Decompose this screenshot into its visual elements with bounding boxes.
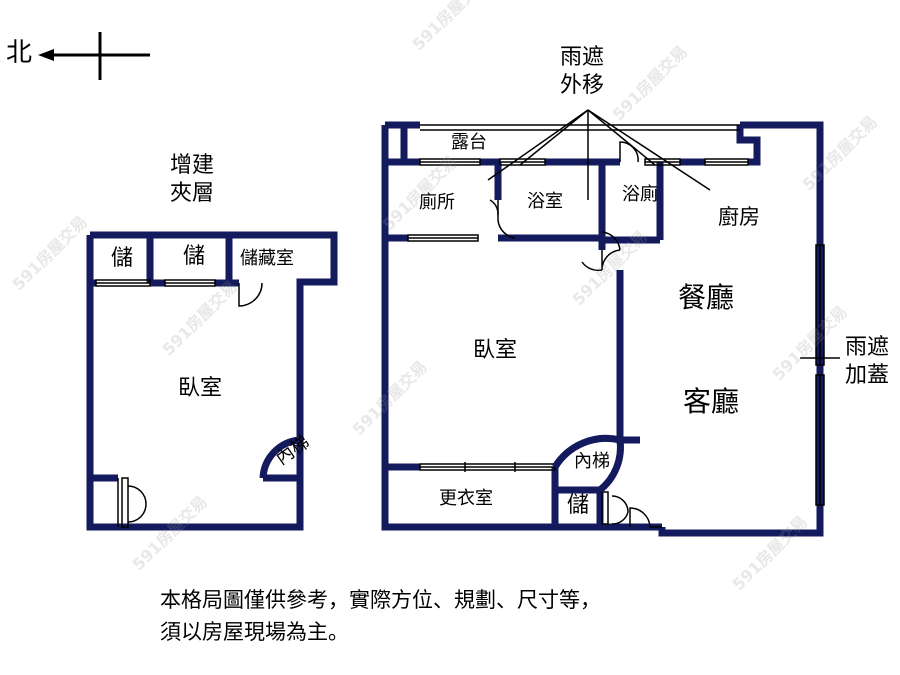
right-storage-label: 儲: [567, 493, 590, 518]
left-storage-room-label: 儲藏室: [240, 248, 294, 269]
left-inner-stair: [259, 436, 304, 482]
right-bedroom-label: 臥室: [473, 338, 518, 363]
kitchen-label: 廚房: [718, 205, 760, 229]
right-inner-stair: [552, 434, 640, 494]
left-unit-walls: [86, 231, 338, 531]
left-storage-2-label: 儲: [183, 244, 206, 269]
disclaimer: 本格局圖僅供參考，實際方位、規劃、尺寸等， 須以房屋現場為主。: [160, 585, 601, 648]
left-storage-1-label: 儲: [111, 246, 134, 271]
right-unit-walls: [381, 121, 824, 537]
left-bedroom-label: 臥室: [178, 376, 223, 401]
closet-label: 更衣室: [439, 488, 493, 509]
disclaimer-line-2: 須以房屋現場為主。: [160, 619, 349, 644]
toilet-label: 廁所: [419, 192, 455, 213]
dining-label: 餐廳: [678, 281, 735, 314]
disclaimer-line-1: 本格局圖僅供參考，實際方位、規劃、尺寸等，: [160, 588, 601, 612]
left-unit-fixtures: [95, 279, 263, 528]
mezzanine-annotation: 增建 夾層: [170, 153, 215, 206]
canopy-added-annotation: 雨遮 加蓋: [845, 335, 890, 388]
canopy-moved-annotation: 雨遮 外移: [560, 45, 605, 98]
compass-arrow: [38, 32, 150, 80]
living-label: 客廳: [683, 385, 740, 418]
bath-toilet-label: 浴廁: [622, 184, 658, 205]
canopy-leader-lines: [487, 109, 711, 200]
balcony-label: 露台: [451, 132, 487, 153]
bathroom-label: 浴室: [527, 191, 563, 212]
right-inner-stair-label: 內梯: [574, 451, 610, 472]
north-label: 北: [6, 38, 33, 68]
